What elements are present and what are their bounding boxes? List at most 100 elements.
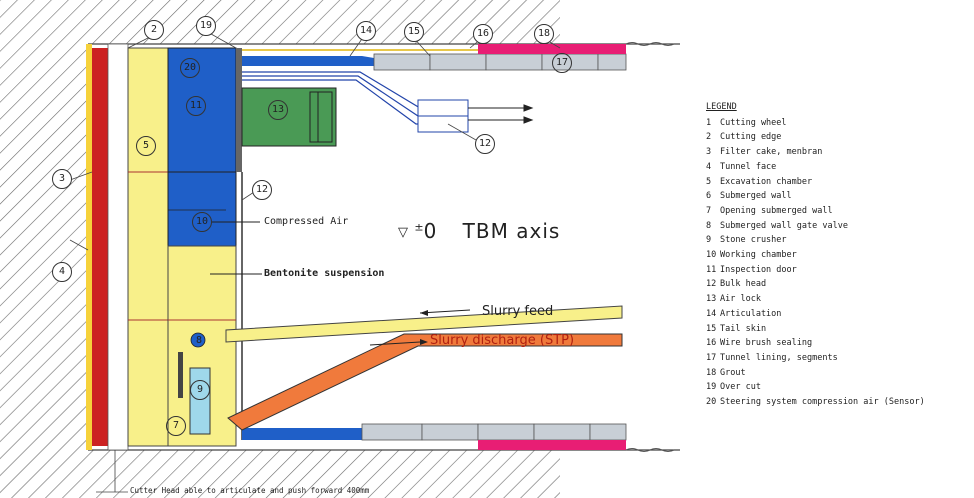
callout-19: 19 bbox=[196, 16, 216, 36]
legend-text: Air lock bbox=[720, 294, 761, 305]
tbm-axis: ▽ ±0 TBM axis bbox=[398, 219, 560, 243]
cutter-note: Cutter Head able to articulate and push … bbox=[130, 486, 370, 495]
legend-text: Stone crusher bbox=[720, 235, 787, 246]
legend-number: 15 bbox=[706, 323, 717, 334]
segments-top bbox=[373, 53, 627, 71]
legend-number: 6 bbox=[706, 191, 712, 202]
tail-skin-bottom bbox=[242, 428, 362, 440]
legend-text: Opening submerged wall bbox=[720, 205, 833, 216]
legend-number: 12 bbox=[706, 279, 717, 290]
bulk-head bbox=[236, 48, 242, 172]
filter-cake bbox=[86, 44, 92, 450]
slurry-feed-pipe bbox=[225, 305, 623, 343]
slurry-discharge-label: Slurry discharge (STP) bbox=[430, 333, 575, 348]
legend-item: 3 Filter cake, menbran bbox=[706, 145, 925, 160]
callout-8: 8 bbox=[195, 335, 203, 346]
gate-valve-marker bbox=[190, 332, 206, 348]
legend-text: Cutting wheel bbox=[720, 117, 787, 128]
legend-text: Excavation chamber bbox=[720, 176, 813, 187]
segments-bottom bbox=[361, 423, 627, 441]
legend-text: Filter cake, menbran bbox=[720, 147, 823, 158]
legend-text: Articulation bbox=[720, 308, 782, 319]
legend-number: 2 bbox=[706, 132, 712, 143]
callout-20: 20 bbox=[180, 58, 200, 78]
legend-number: 8 bbox=[706, 220, 712, 231]
legend-number: 13 bbox=[706, 294, 717, 305]
legend-text: Steering system compression air (Sensor) bbox=[720, 397, 925, 408]
legend-number: 5 bbox=[706, 176, 712, 187]
legend-item: 8 Submerged wall gate valve bbox=[706, 219, 925, 234]
legend-text: Submerged wall bbox=[720, 191, 792, 202]
cutting-wheel-red bbox=[92, 48, 108, 446]
stone-crusher bbox=[189, 367, 211, 435]
callout-2: 2 bbox=[144, 20, 164, 40]
axis-label: TBM axis bbox=[462, 219, 561, 243]
callout-3: 3 bbox=[52, 169, 72, 189]
callout-12-top: 12 bbox=[475, 134, 495, 154]
legend-text: Submerged wall gate valve bbox=[720, 220, 848, 231]
legend-number: 11 bbox=[706, 264, 717, 275]
callout-15: 15 bbox=[404, 22, 424, 42]
slurry-discharge-pipe bbox=[227, 333, 623, 431]
callout-10: 10 bbox=[192, 212, 212, 232]
excavation-chamber bbox=[127, 47, 169, 447]
callout-14: 14 bbox=[356, 21, 376, 41]
grout-bottom bbox=[478, 440, 626, 450]
grout-top bbox=[478, 44, 626, 54]
legend-number: 14 bbox=[706, 308, 717, 319]
legend-number: 16 bbox=[706, 338, 717, 349]
legend-item: 6 Submerged wall bbox=[706, 189, 925, 204]
callout-18: 18 bbox=[534, 24, 554, 44]
legend-text: Tail skin bbox=[720, 323, 767, 334]
legend-number: 1 bbox=[706, 117, 712, 128]
air-lock bbox=[241, 87, 337, 147]
legend-item: 7 Opening submerged wall bbox=[706, 204, 925, 219]
callout-13: 13 bbox=[268, 100, 288, 120]
axis-triangle: ▽ bbox=[398, 225, 408, 240]
legend-item: 1 Cutting wheel bbox=[706, 116, 925, 131]
legend-text: Tunnel lining, segments bbox=[720, 352, 838, 363]
legend-number: 19 bbox=[706, 382, 717, 393]
legend-item: 5 Excavation chamber bbox=[706, 175, 925, 190]
compressed-air-label: Compressed Air bbox=[264, 216, 349, 227]
legend-number: 18 bbox=[706, 367, 717, 378]
legend-number: 9 bbox=[706, 235, 712, 246]
callout-7: 7 bbox=[166, 416, 186, 436]
tail-skin-top bbox=[242, 56, 362, 66]
callout-11: 11 bbox=[186, 96, 206, 116]
legend-text: Tunnel face bbox=[720, 161, 777, 172]
callout-4: 4 bbox=[52, 262, 72, 282]
legend-number: 3 bbox=[706, 147, 712, 158]
submerged-gate-strip bbox=[178, 352, 183, 398]
legend-item: 9 Stone crusher bbox=[706, 233, 925, 248]
legend-number: 10 bbox=[706, 250, 717, 261]
legend-number: 17 bbox=[706, 352, 717, 363]
legend-number: 20 bbox=[706, 397, 717, 408]
legend-text: Inspection door bbox=[720, 264, 797, 275]
callout-12-bulkhead: 12 bbox=[252, 180, 272, 200]
callout-17: 17 bbox=[552, 53, 572, 73]
legend-text: Wire brush sealing bbox=[720, 338, 813, 349]
bentonite-label: Bentonite suspension bbox=[264, 268, 385, 279]
callout-5: 5 bbox=[136, 136, 156, 156]
callout-9: 9 bbox=[190, 380, 210, 400]
callout-16: 16 bbox=[473, 24, 493, 44]
legend-text: Working chamber bbox=[720, 250, 797, 261]
legend-text: Grout bbox=[720, 367, 746, 378]
legend-number: 7 bbox=[706, 205, 712, 216]
bentonite-zone bbox=[167, 245, 237, 321]
legend-title: LEGEND bbox=[706, 102, 737, 112]
